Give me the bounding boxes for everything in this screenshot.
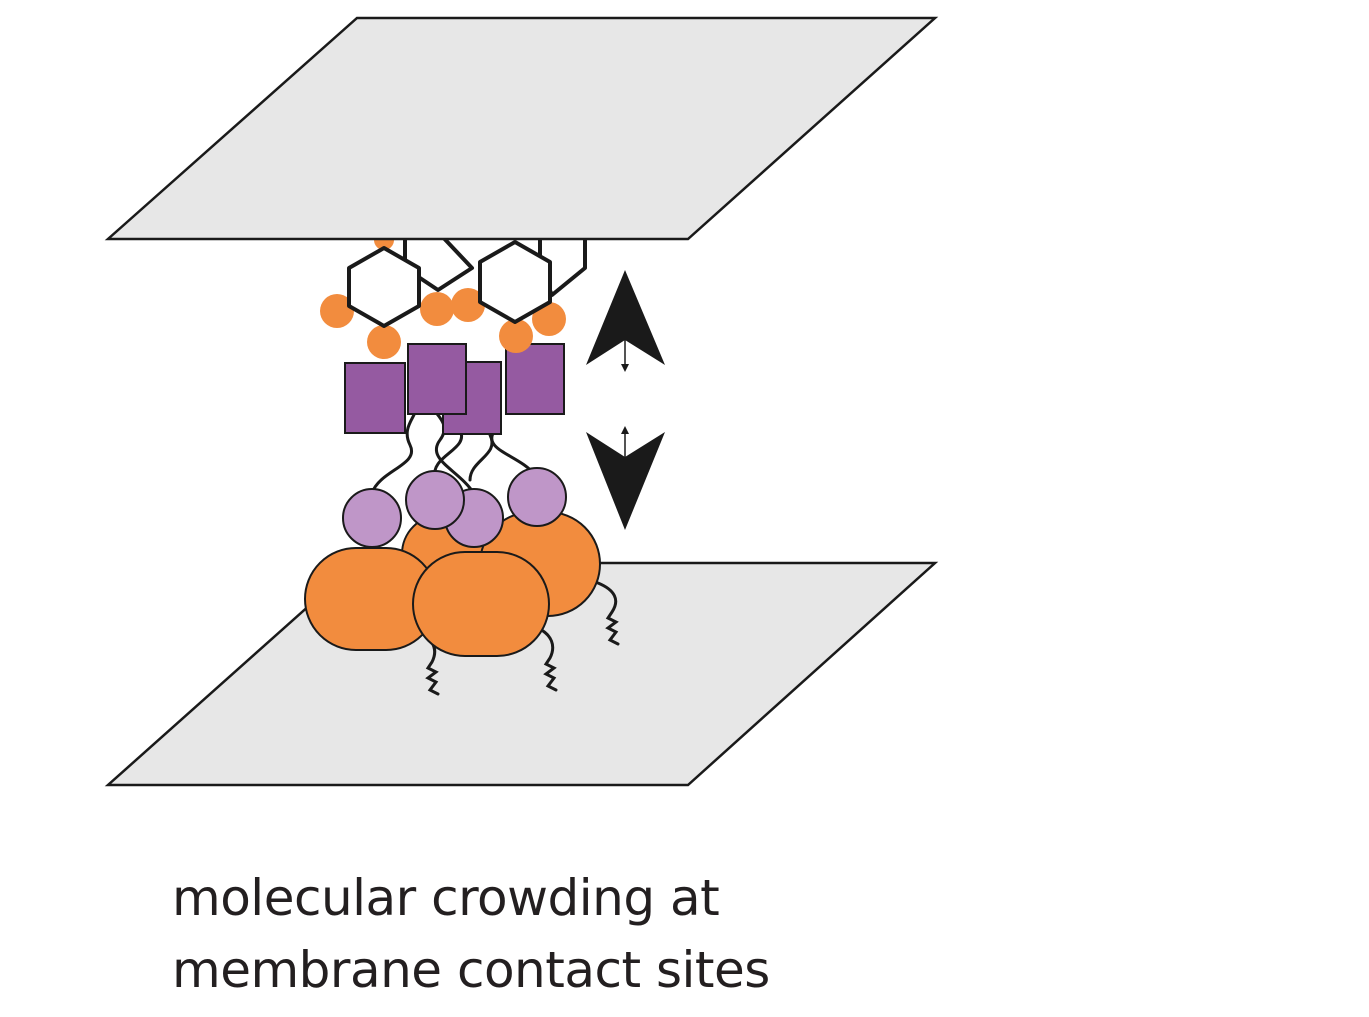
anchor-tail	[596, 581, 620, 646]
orange-dot	[320, 294, 354, 328]
upper-membrane-plane	[104, 16, 939, 241]
lilac-circle	[507, 467, 567, 527]
lilac-domains	[342, 467, 567, 548]
purple-box	[344, 362, 406, 434]
orange-protein	[412, 551, 550, 657]
orange-dot	[367, 325, 401, 359]
caption-line-2: membrane contact sites	[172, 941, 770, 999]
linker	[370, 403, 418, 495]
orange-dot	[420, 292, 454, 326]
lilac-circle	[342, 488, 402, 548]
up-arrow-icon	[586, 270, 665, 372]
anchor-tail	[536, 626, 558, 692]
orange-dot	[499, 319, 533, 353]
hexagon	[478, 240, 552, 324]
purple-domains	[344, 343, 565, 435]
linker	[468, 433, 494, 482]
orange-dot	[451, 288, 485, 322]
hexagon-rings	[347, 230, 587, 328]
hexagon	[347, 246, 421, 328]
purple-box	[407, 343, 467, 415]
caption-line-1: molecular crowding at	[172, 869, 720, 927]
orange-dot	[532, 302, 566, 336]
figure-caption: molecular crowding at membrane contact s…	[172, 862, 972, 1006]
purple-box	[505, 343, 565, 415]
lilac-circle	[405, 470, 465, 530]
down-arrow-icon	[586, 426, 665, 530]
orange-headgroups	[320, 230, 566, 359]
